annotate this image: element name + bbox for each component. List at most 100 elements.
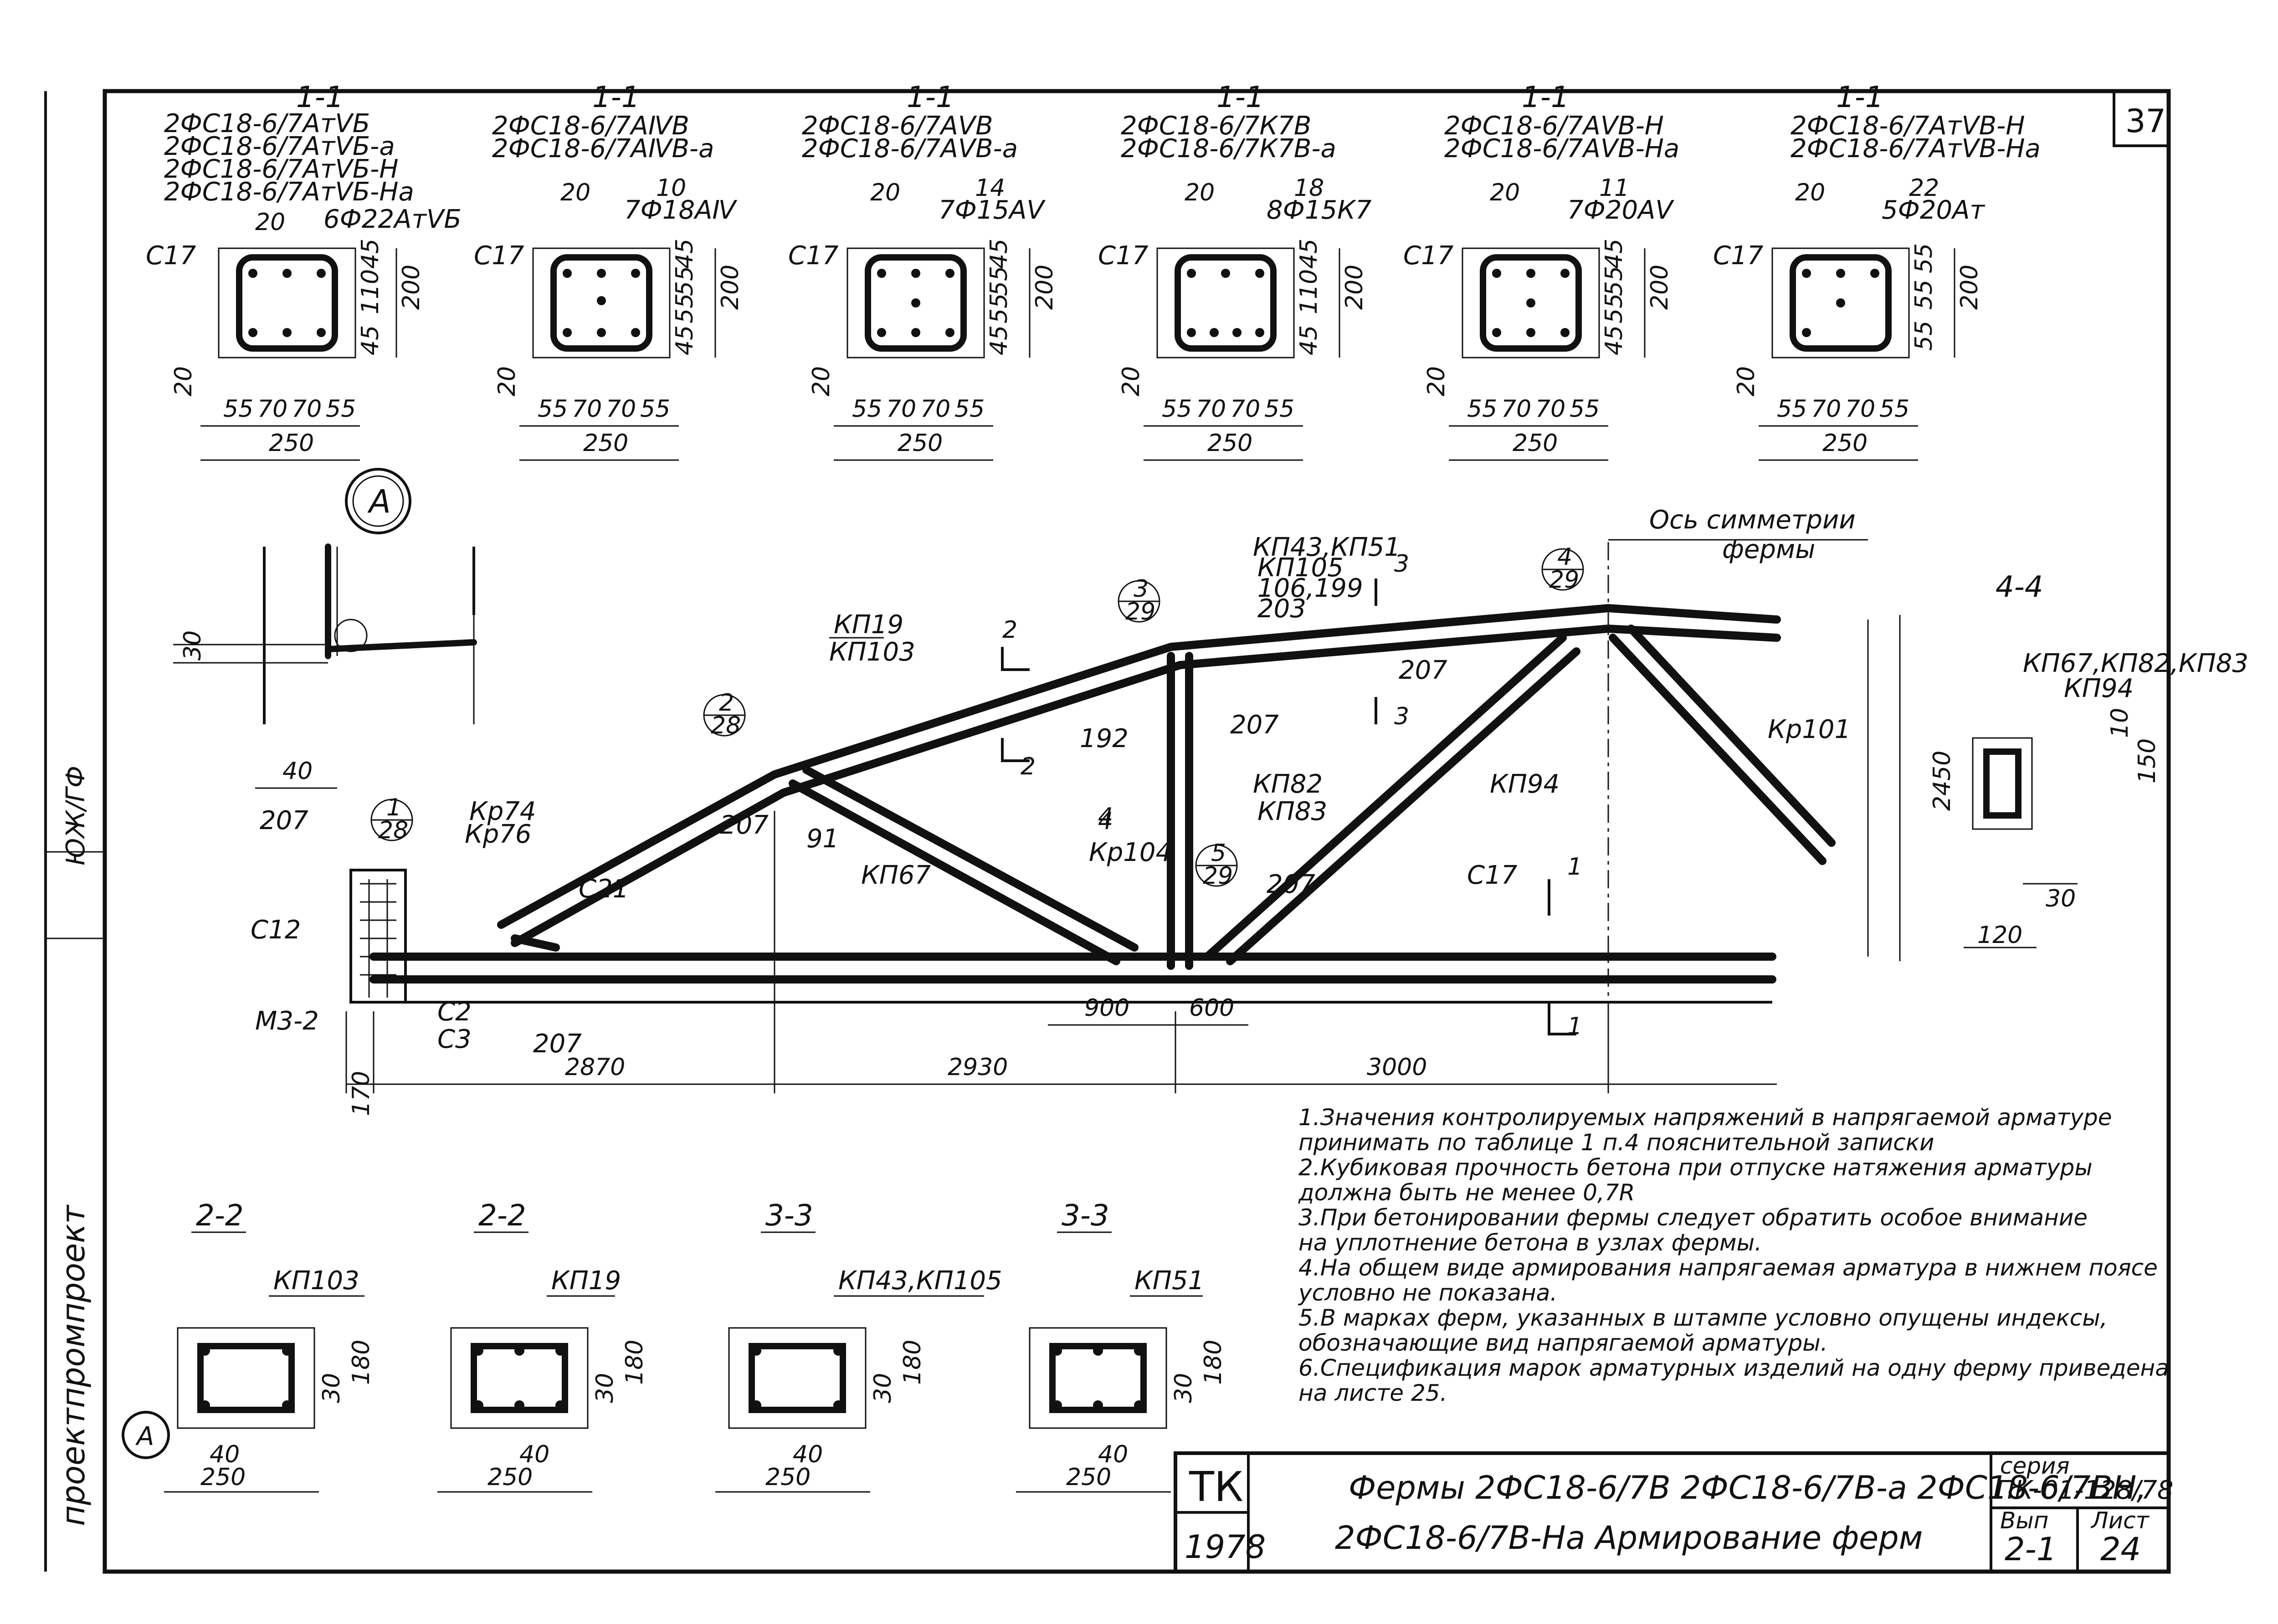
rebar	[1093, 1346, 1103, 1356]
detail-bar	[325, 639, 477, 652]
dim-2450: 2450	[1929, 751, 1956, 811]
truss-mark: 2ФС18-6/7АⅤВ	[802, 111, 993, 141]
rebar	[1187, 269, 1196, 278]
rebar	[282, 1400, 292, 1410]
dim: 40	[793, 1441, 823, 1468]
rebar	[597, 269, 606, 278]
dim: 70	[1501, 395, 1531, 423]
dim: 70	[292, 395, 322, 423]
dim: 70	[606, 395, 636, 423]
dim: 30	[869, 1373, 897, 1403]
dim: 40	[519, 1441, 549, 1468]
concrete-outline	[1462, 247, 1600, 359]
dim: 70	[1230, 395, 1260, 423]
truss-mark: 2ФС18-6/7АⅤВ-Н	[1444, 111, 1664, 141]
member-label: Кр101	[1768, 715, 1851, 744]
org-code: ТК	[1189, 1463, 1243, 1511]
rebar	[1221, 269, 1230, 278]
stirrup	[1480, 254, 1582, 352]
concrete-outline	[532, 247, 671, 359]
dim: 70	[1535, 395, 1565, 423]
section-title: 1-1	[1522, 81, 1570, 114]
node-top: 5	[1211, 840, 1226, 867]
top-bar-label: 7Ф15АⅤ	[939, 195, 1046, 225]
member-label: 192	[1080, 724, 1129, 753]
detail-dim-h: 40	[282, 758, 313, 785]
stirrup	[236, 254, 338, 352]
top-bar-label: 5Ф20Ат	[1882, 195, 1985, 225]
rebar	[1526, 269, 1535, 278]
dim: 55	[1467, 395, 1497, 423]
node-bot: 29	[1125, 598, 1155, 625]
dim: 70	[257, 395, 287, 423]
dim-2870: 2870	[565, 1054, 625, 1081]
dim-side: 45	[357, 239, 384, 269]
rebar	[911, 298, 920, 307]
top-bar-label: 6Ф22АтⅤБ	[323, 205, 462, 234]
rebar	[248, 328, 257, 337]
top-bar-label: 7Ф18АⅣ	[624, 195, 737, 225]
diagonal-kp94-b	[1226, 647, 1580, 965]
stirrup-mark: С17	[1403, 241, 1454, 271]
top-section-1: 1-1 2ФС18-6/7АтⅤБ 2ФС18-6/7АтⅤБ-а 2ФС18-…	[146, 81, 462, 461]
truss-mark: 2ФС18-6/7АтⅤБ-а	[164, 132, 395, 161]
dim-height: 200	[1341, 265, 1368, 310]
dim-side: 45	[357, 325, 384, 355]
rebar	[1210, 328, 1219, 337]
note-line: 1.Значения контролируемых напряжений в н…	[1298, 1104, 2112, 1131]
stirrup-mark: С17	[474, 241, 524, 271]
truss-mark: 2ФС18-6/7АтⅤБ	[164, 109, 370, 138]
note-line: на уплотнение бетона в узлах фермы.	[1298, 1230, 1762, 1256]
member-label: С21	[579, 874, 629, 904]
dim-bottom-left: 20	[808, 366, 835, 396]
section-cut: 4	[1098, 803, 1113, 830]
section-title: 2-2	[196, 1199, 244, 1233]
note-line: условно не показана.	[1298, 1280, 1557, 1306]
member-label: 91	[806, 824, 839, 854]
truss-mark: 2ФС18-6/7АтⅤВ-На	[1791, 134, 2041, 164]
section-title: 4-4	[1996, 570, 2043, 604]
truss-elevation: Ось симметрии фермы 1 28	[251, 505, 1956, 1116]
dim: 180	[899, 1340, 926, 1385]
rebar	[200, 1400, 210, 1410]
top-chord	[497, 604, 1781, 929]
rebar	[1052, 1400, 1062, 1410]
dim: 55	[1264, 395, 1294, 423]
member-label: М3-2	[255, 1006, 319, 1036]
member-label: С17	[1467, 861, 1518, 890]
dim-side: 55	[671, 266, 698, 296]
rebar	[1093, 1400, 1103, 1410]
member-label: 106,199	[1257, 574, 1363, 603]
member-label: 207	[260, 806, 308, 835]
dim-width: 250	[898, 430, 943, 457]
dim: 180	[348, 1340, 375, 1385]
end-block-mesh	[360, 879, 396, 998]
bottom-section-2: 2-2 КП19 30 180 40 250	[437, 1199, 648, 1493]
dim-side: 45	[671, 325, 698, 355]
top-section-5: 1-1 2ФС18-6/7АⅤВ-Н 2ФС18-6/7АⅤВ-На 7Ф20А…	[1403, 81, 1679, 461]
member-label: 203	[1257, 594, 1306, 624]
section-stirrup	[197, 1343, 295, 1413]
rebar	[282, 328, 292, 337]
note-line: 3.При бетонировании фермы следует обрати…	[1298, 1204, 2088, 1231]
rebar	[1526, 298, 1535, 307]
detail-bar-end	[334, 619, 368, 652]
rebar	[200, 1346, 210, 1356]
rebar	[317, 328, 326, 337]
dim: 55	[852, 395, 882, 423]
rebar	[282, 1346, 292, 1356]
section-outline	[450, 1327, 589, 1429]
dim: 40	[210, 1441, 240, 1468]
top-right-dim: 18	[1294, 174, 1324, 202]
top-chord-inner	[511, 624, 1781, 947]
concrete-outline	[847, 247, 985, 359]
concrete-outline	[1771, 247, 1910, 359]
section-cut: 1	[1567, 1013, 1582, 1040]
dim: 55	[954, 395, 985, 423]
end-block	[349, 869, 407, 1004]
node-bot: 29	[1203, 862, 1233, 890]
member-label: 207	[720, 810, 769, 840]
rebar	[1134, 1346, 1144, 1356]
dim-170: 170	[348, 1071, 375, 1116]
rebar	[1836, 269, 1845, 278]
